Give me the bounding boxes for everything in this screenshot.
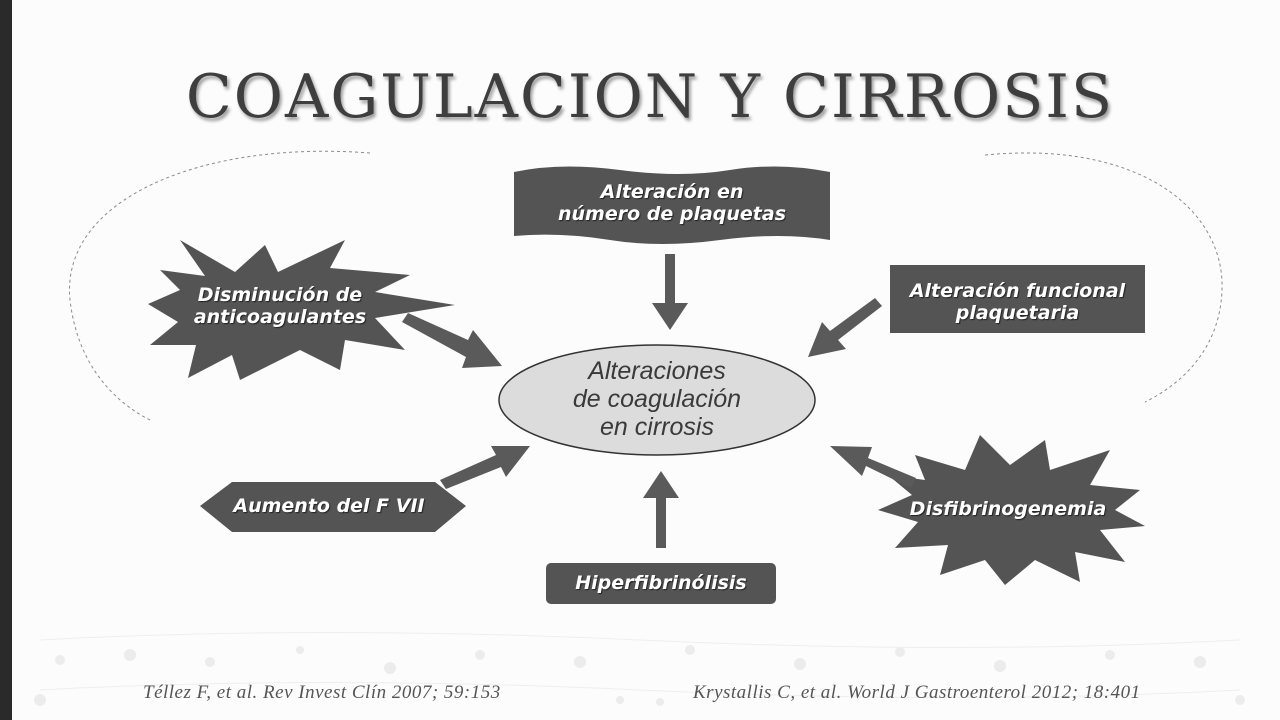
disfibrinogenemia-node: Disfibrinogenemia: [890, 498, 1126, 520]
plaquetas-line2: número de plaquetas: [557, 203, 787, 225]
anticoagulantes-line2: anticoagulantes: [193, 306, 367, 328]
dashed-arc-right: [984, 152, 1223, 403]
arrow-from-plaquetas: [652, 254, 688, 330]
anticoagulantes-node: Disminución de anticoagulantes: [175, 284, 385, 328]
hiperfibrinolisis-box-shape: [546, 563, 776, 604]
arrow-from-disfibrinogenemia: [830, 446, 916, 488]
arrow-from-fvii: [440, 446, 530, 489]
arrow-from-anticoagulantes: [402, 313, 502, 368]
reference-left: Téllez F, et al. Rev Invest Clín 2007; 5…: [143, 682, 501, 703]
fvii-line1: Aumento del F VII: [233, 495, 425, 517]
arrow-from-funcional: [808, 298, 882, 357]
plaquetas-node: Alteración en número de plaquetas: [514, 181, 830, 225]
arrow-from-hiperfibrinolisis: [643, 471, 679, 548]
funcional-line2: plaquetaria: [955, 302, 1080, 324]
center-line3: en cirrosis: [600, 413, 714, 441]
window-edge: [0, 0, 12, 720]
plaquetas-line1: Alteración en: [600, 181, 744, 203]
arrows: [402, 254, 916, 548]
anticoagulantes-starburst-shape: [148, 240, 455, 380]
center-line1: Alteraciones: [588, 357, 726, 385]
center-ellipse: [498, 344, 816, 456]
slide-title: COAGULACION Y CIRROSIS: [185, 62, 1115, 132]
hiperfibrinolisis-node: Hiperfibrinólisis: [546, 572, 776, 594]
dashed-arc-left: [69, 150, 371, 421]
fvii-node: Aumento del F VII: [200, 495, 458, 517]
plaquetas-banner-shape: [514, 166, 830, 244]
anticoagulantes-line1: Disminución de: [197, 284, 363, 306]
funcional-node: Alteración funcional plaquetaria: [890, 280, 1145, 324]
reference-right: Krystallis C, et al. World J Gastroenter…: [693, 682, 1141, 703]
center-line2: de coagulación: [572, 385, 742, 413]
disfibrinogenemia-starburst-shape: [878, 435, 1145, 585]
background-dots: [34, 645, 1245, 706]
disfibrinogenemia-line1: Disfibrinogenemia: [909, 498, 1107, 520]
center-node: Alteraciones de coagulación en cirrosis: [517, 357, 797, 441]
fvii-hexagon-shape: [200, 482, 466, 532]
background-lines: [39, 632, 1241, 698]
hiperfibrinolisis-line1: Hiperfibrinólisis: [575, 572, 747, 594]
funcional-line1: Alteración funcional: [909, 280, 1126, 302]
funcional-box-shape: [890, 265, 1145, 333]
